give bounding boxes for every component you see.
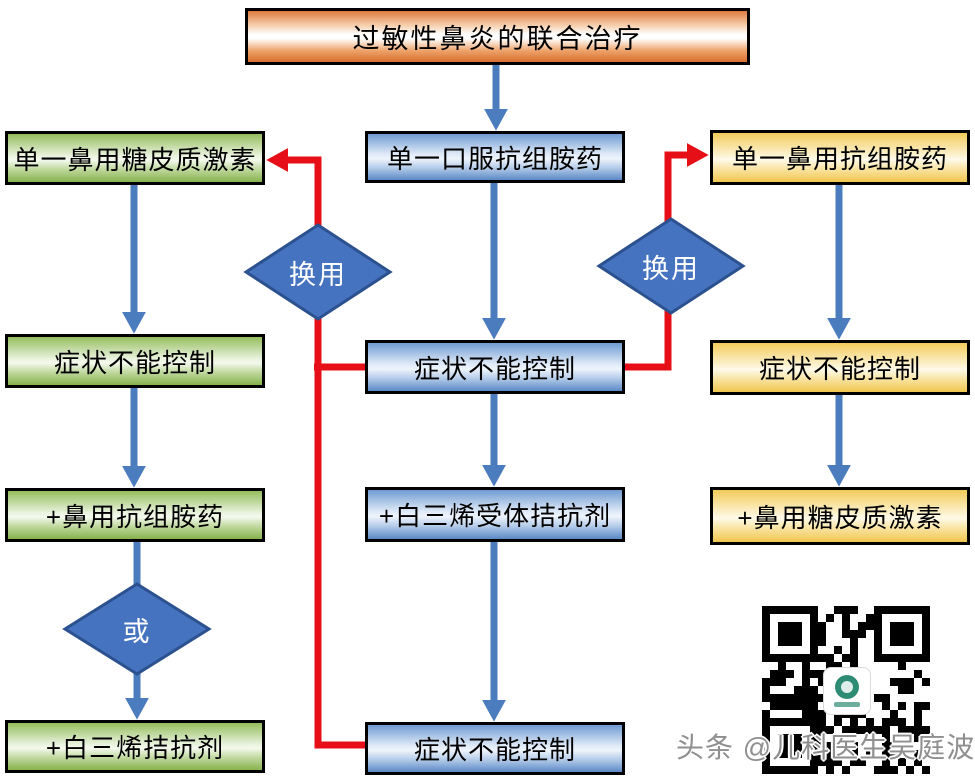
node-label: 症状不能控制 (413, 735, 576, 765)
flow-title: 过敏性鼻炎的联合治疗 (245, 8, 750, 65)
node-add-leukotriene-receptor-antagonist: +白三烯受体拮抗剂 (365, 487, 625, 542)
node-label: 单一鼻用糖皮质激素 (13, 144, 257, 175)
node-label: 症状不能控制 (413, 353, 576, 384)
node-label: 症状不能控制 (758, 354, 921, 384)
diamond-switch-left-label: 换用 (289, 259, 347, 290)
node-oral-antihistamine-mono: 单一口服抗组胺药 (365, 131, 625, 183)
node-label: +白三烯拮抗剂 (45, 733, 225, 763)
flow-title-label: 过敏性鼻炎的联合治疗 (352, 24, 643, 54)
node-symptoms-uncontrolled-right: 症状不能控制 (710, 340, 970, 395)
qr-center-logo (823, 667, 871, 715)
node-label: 症状不能控制 (53, 347, 216, 378)
node-add-nasal-antihistamine: +鼻用抗组胺药 (5, 488, 265, 542)
node-nasal-steroid-mono: 单一鼻用糖皮质激素 (5, 131, 265, 185)
node-label: +鼻用糖皮质激素 (737, 502, 943, 533)
diamond-switch-left (243, 223, 393, 321)
node-nasal-antihistamine-mono: 单一鼻用抗组胺药 (710, 130, 970, 185)
node-label: 单一口服抗组胺药 (386, 143, 603, 174)
node-add-nasal-steroid: +鼻用糖皮质激素 (710, 487, 970, 545)
qr-logo-caption-bar (834, 702, 860, 707)
node-symptoms-uncontrolled-middle: 症状不能控制 (365, 340, 625, 394)
qr-logo-emblem-icon (835, 675, 859, 699)
node-symptoms-uncontrolled-left: 症状不能控制 (5, 334, 265, 388)
node-symptoms-uncontrolled-bottom: 症状不能控制 (365, 722, 625, 775)
watermark-author: 头条 @儿科医生吴庭波 (676, 732, 975, 763)
diamond-or (62, 582, 212, 676)
node-label: 单一鼻用抗组胺药 (731, 144, 948, 174)
diamond-or-label: 或 (122, 616, 152, 647)
node-add-leukotriene-antagonist: +白三烯拮抗剂 (5, 720, 265, 773)
node-label: +鼻用抗组胺药 (45, 501, 225, 532)
red-connector-left-switch (266, 148, 365, 749)
diamond-switch-right (596, 217, 746, 315)
node-label: +白三烯受体拮抗剂 (378, 501, 612, 531)
diamond-switch-right-label: 换用 (642, 253, 700, 284)
